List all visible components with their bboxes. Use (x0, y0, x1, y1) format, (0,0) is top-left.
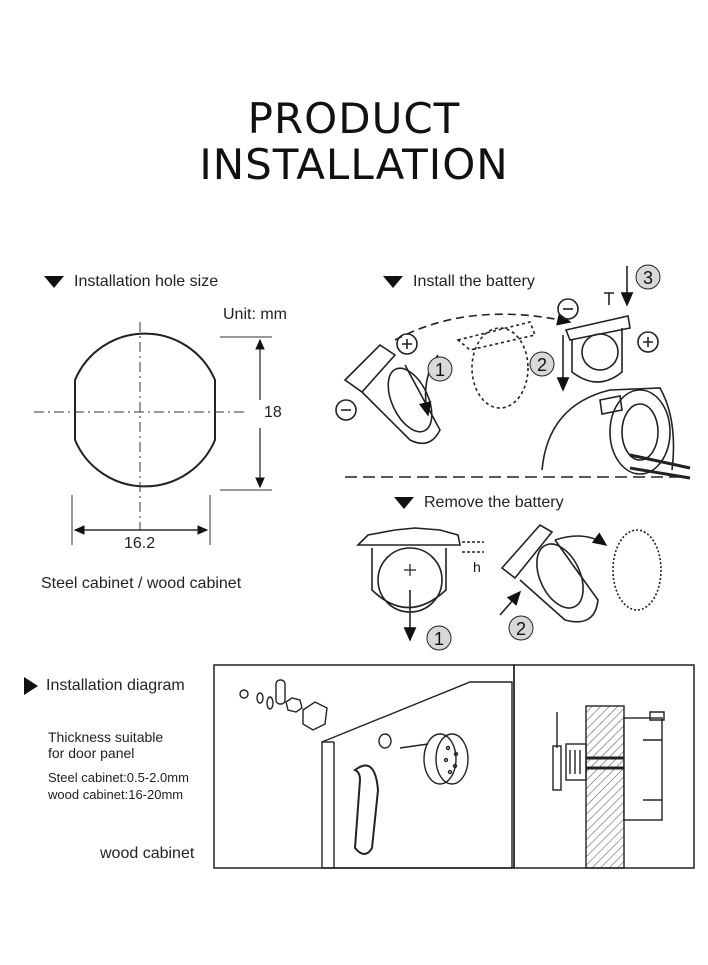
dimension-width (71, 495, 211, 545)
exploded-view-illustration (239, 679, 513, 869)
title-line-2: INSTALLATION (199, 140, 509, 189)
installation-diagram-heading: Installation diagram (24, 677, 185, 695)
unit-label: Unit: mm (223, 306, 287, 323)
install-step-1: 1 (435, 360, 445, 380)
hole-shape (34, 322, 248, 530)
triangle-down-icon (44, 275, 64, 288)
install-step-badges: 1 2 3 (427, 264, 661, 382)
remove-step-badges: 1 2 (426, 615, 534, 651)
triangle-right-icon (24, 677, 38, 695)
install-step-3: 3 (643, 268, 653, 288)
triangle-down-icon (394, 496, 414, 509)
hole-width-label: 16.2 (124, 535, 156, 552)
gap-h-label: h (473, 559, 481, 575)
wood-cabinet-caption: wood cabinet (100, 845, 195, 862)
install-battery-illustration (335, 266, 691, 480)
steel-thickness: Steel cabinet:0.5-2.0mm (48, 770, 189, 785)
remove-battery-heading: Remove the battery (394, 494, 564, 512)
hole-caption: Steel cabinet / wood cabinet (41, 575, 242, 592)
cross-section-illustration (552, 705, 665, 869)
hole-size-heading: Installation hole size (44, 273, 218, 291)
thickness-line-2: for door panel (48, 745, 135, 761)
install-battery-heading: Install the battery (383, 273, 535, 291)
dimension-height (220, 336, 272, 491)
remove-step-2: 2 (516, 619, 526, 639)
remove-battery-illustration (356, 523, 662, 642)
thickness-line-1: Thickness suitable (48, 729, 164, 745)
install-step-2: 2 (537, 355, 547, 375)
hole-height-label: 18 (264, 404, 282, 421)
wood-thickness: wood cabinet:16-20mm (48, 787, 184, 802)
title-line-1: PRODUCT (247, 94, 461, 143)
triangle-down-icon (383, 275, 403, 288)
remove-step-1: 1 (434, 629, 444, 649)
